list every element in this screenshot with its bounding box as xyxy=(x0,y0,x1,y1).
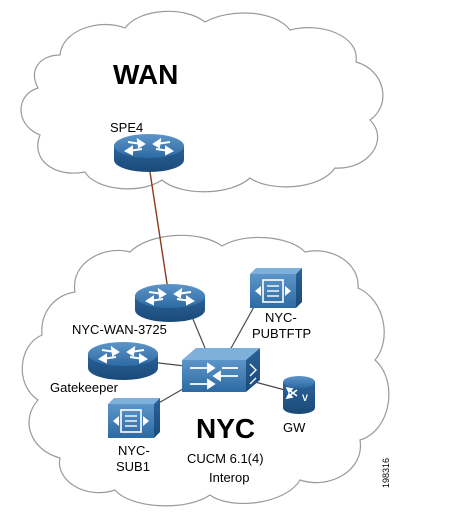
nyc-cloud-label: NYC xyxy=(196,413,255,444)
pub-server-icon[interactable] xyxy=(250,268,302,308)
nyc-wan-router-icon[interactable] xyxy=(135,284,205,322)
wan-link xyxy=(149,171,169,291)
sub-label-line2: SUB1 xyxy=(116,459,150,474)
spe4-router-icon[interactable] xyxy=(114,134,184,172)
link-pub-switch xyxy=(229,304,256,351)
svg-text:V: V xyxy=(302,393,308,403)
gw-label: GW xyxy=(283,420,306,435)
wan-cloud-label: WAN xyxy=(113,59,178,90)
wan-cloud xyxy=(20,10,384,193)
gatekeeper-router-icon[interactable] xyxy=(88,342,158,380)
interop-label: Interop xyxy=(209,470,249,485)
lan-switch-icon[interactable] xyxy=(182,348,260,392)
link-gw-switch xyxy=(254,381,286,391)
gw-voice-router-icon[interactable]: V xyxy=(283,376,315,414)
links xyxy=(149,171,286,409)
pub-label-line2: PUBTFTP xyxy=(252,326,311,341)
sub-label-line1: NYC- xyxy=(118,443,150,458)
pub-label-line1: NYC- xyxy=(265,310,297,325)
nyc-wan-router-label: NYC-WAN-3725 xyxy=(72,322,167,337)
gatekeeper-label: Gatekeeper xyxy=(50,380,119,395)
figure-id: 198316 xyxy=(381,458,391,488)
sub-server-icon[interactable] xyxy=(108,398,160,438)
cucm-version-label: CUCM 6.1(4) xyxy=(187,451,264,466)
spe4-label: SPE4 xyxy=(110,120,143,135)
